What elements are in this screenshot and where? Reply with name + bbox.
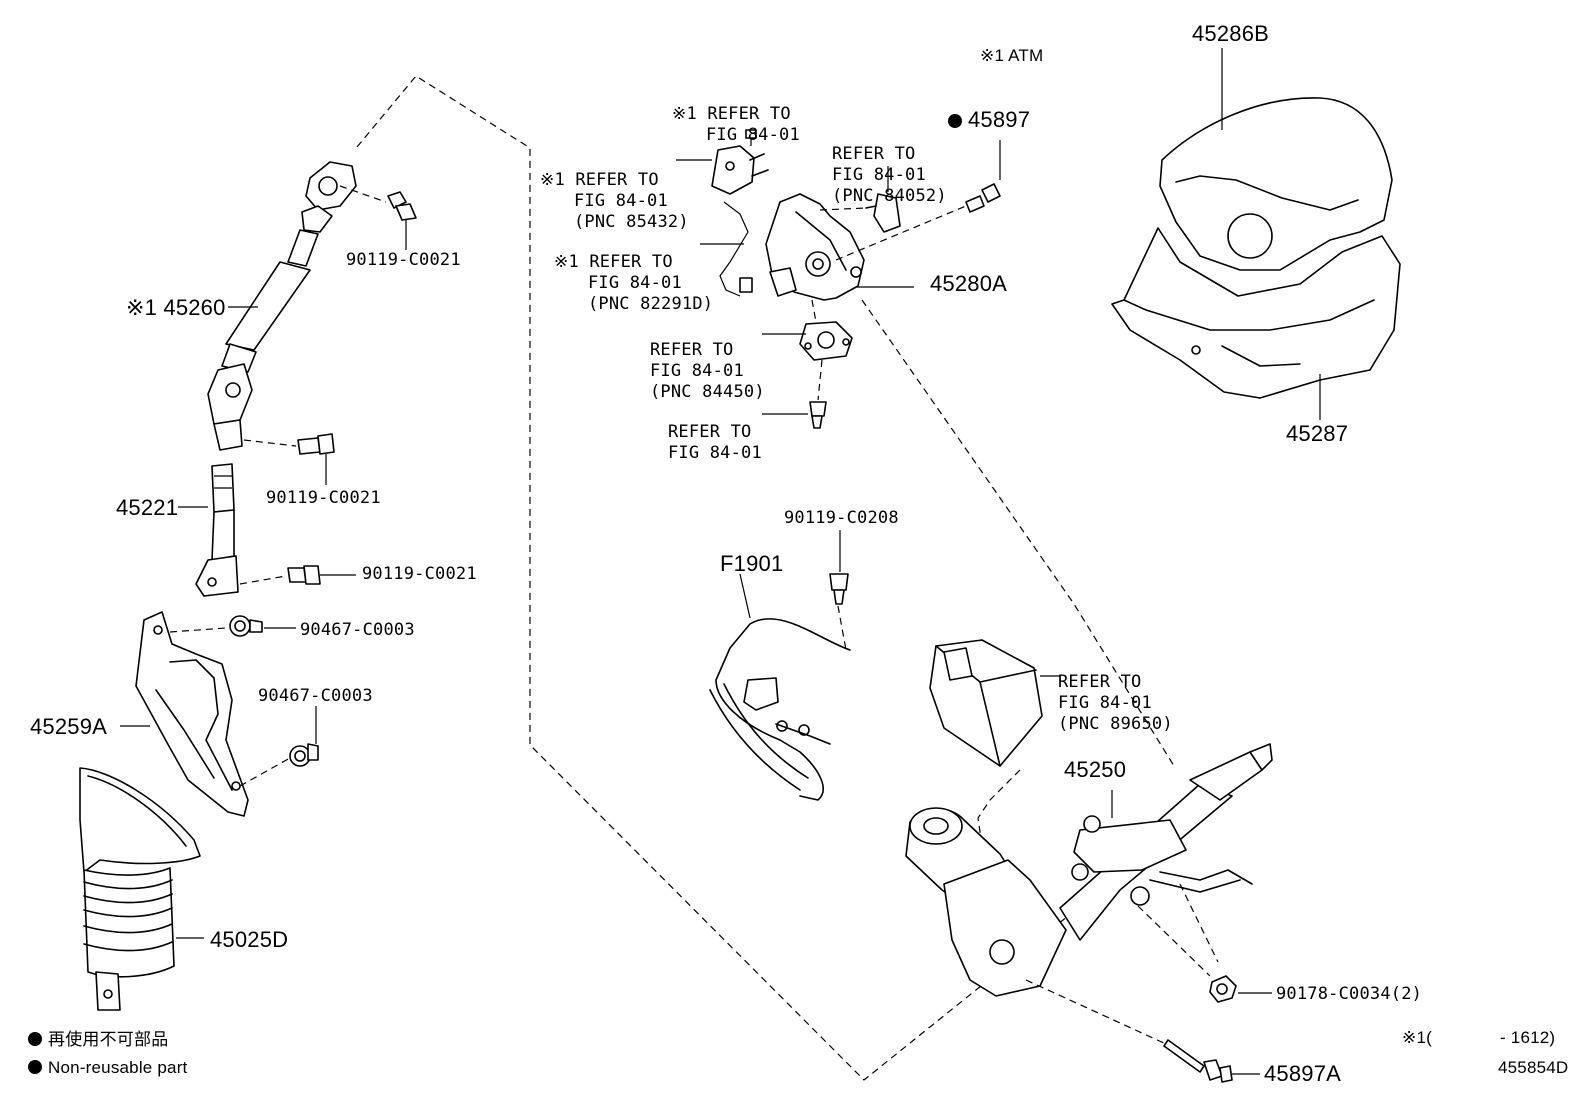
clip-90467-upper: [229, 615, 263, 637]
part-label-45286B: 45286B: [1192, 21, 1270, 46]
part-label-45287: 45287: [1286, 421, 1349, 446]
bolt-90119-upper: [387, 191, 417, 221]
bolt-45897: [965, 183, 1001, 213]
non-reusable-dot-icon: [28, 1032, 42, 1046]
column-cover-lower-45287: [1111, 227, 1401, 399]
intermediate-shaft-45260: [207, 161, 357, 451]
part-label-45260: ※1 45260: [126, 295, 226, 320]
legend-jp: 再使用不可部品: [28, 1030, 168, 1050]
column-cover-upper-45286B: [1159, 97, 1393, 271]
part-label-45250: 45250: [1064, 757, 1127, 782]
atm-note: ※1 ATM: [980, 46, 1044, 65]
control-module-89650: [929, 639, 1043, 767]
bolt-90119-C0208: [829, 573, 849, 605]
shaft-45221: [195, 463, 239, 597]
part-label-90178: 90178-C0034(2): [1276, 984, 1423, 1004]
part-label-90119-middle: 90119-C0021: [266, 488, 381, 508]
non-reusable-dot-icon: [948, 114, 962, 128]
lock-housing-45280A: [765, 193, 865, 301]
nut-90178: [1209, 975, 1237, 1003]
cover-45259A: [135, 611, 249, 817]
part-label-45259A: 45259A: [30, 714, 108, 739]
screw-ref-upper: [745, 129, 757, 146]
sensor-84052: [865, 193, 901, 233]
figure-code: 455854D: [1498, 1058, 1569, 1077]
part-label-45897A: 45897A: [1264, 1061, 1342, 1086]
part-label-45221: 45221: [116, 495, 179, 520]
bolt-90119-lower: [287, 565, 321, 585]
cylinder-84450: [799, 321, 853, 361]
bolt-90119-middle: [297, 433, 335, 455]
non-reusable-dot-icon: [28, 1060, 42, 1074]
part-label-F1901: F1901: [720, 551, 784, 576]
switch-85432: [711, 145, 769, 195]
part-label-90119-upper: 90119-C0021: [346, 250, 461, 270]
legend-en: Non-reusable part: [28, 1058, 187, 1078]
part-label-90119-C0208: 90119-C0208: [784, 508, 899, 528]
footnote-range: - 1612): [1500, 1028, 1556, 1047]
footnote-marker: ※1(: [1402, 1028, 1432, 1047]
clip-90467-lower: [289, 743, 319, 767]
part-label-45897: 45897: [948, 108, 1030, 132]
wire-harness-F1901: [709, 618, 851, 801]
part-label-90119-lower: 90119-C0021: [362, 564, 477, 584]
boot-45025D: [79, 767, 201, 1011]
steering-column-45250: [905, 743, 1273, 997]
bolt-45897A: [1163, 1039, 1233, 1083]
part-label-45025D: 45025D: [210, 927, 289, 952]
part-label-90467-upper: 90467-C0003: [300, 620, 415, 640]
part-label-90467-lower: 90467-C0003: [258, 686, 373, 706]
screw-ref-lower: [809, 401, 827, 429]
assembly-boundary-line: [356, 75, 1176, 1081]
part-label-45280A: 45280A: [930, 271, 1008, 296]
